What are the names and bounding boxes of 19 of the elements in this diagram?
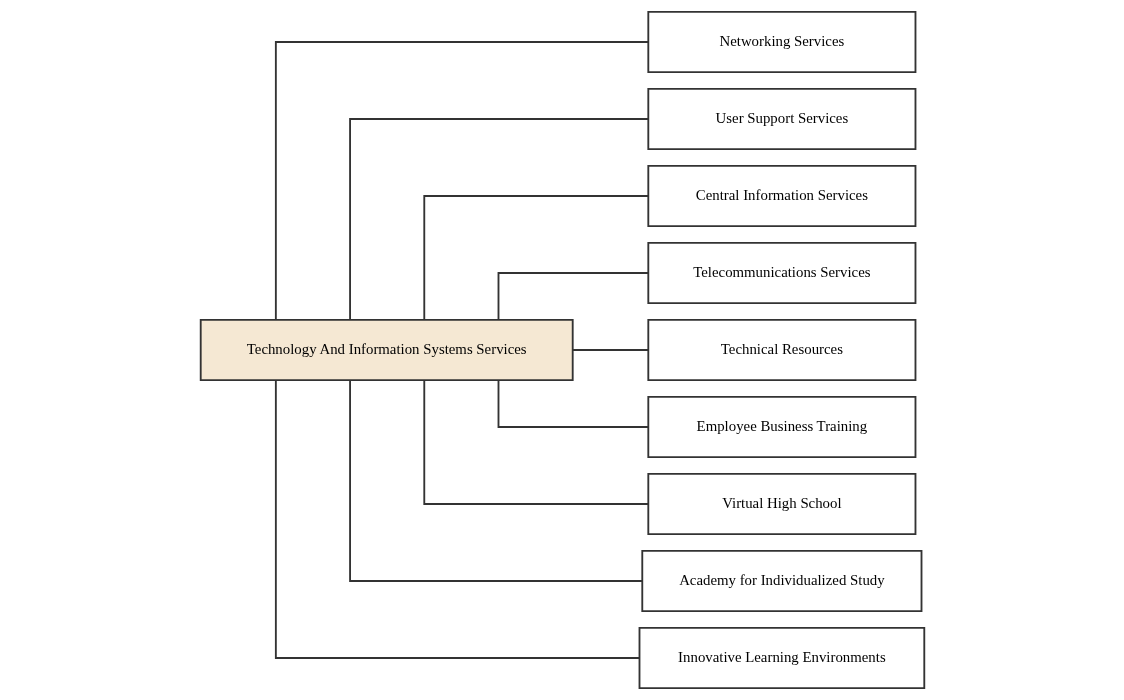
connector (274, 379, 640, 659)
connector (348, 379, 643, 582)
node-box: Telecommunications Services (646, 241, 916, 305)
node-box: Virtual High School (646, 472, 916, 536)
node-box: Innovative Learning Environments (638, 626, 925, 690)
connector (571, 349, 649, 351)
node-box: Central Information Services (646, 164, 916, 228)
node-box: Technical Resources (646, 318, 916, 382)
node-box: Technology And Information Systems Services (199, 318, 574, 382)
node-box: User Support Services (646, 87, 916, 151)
connector (497, 379, 649, 428)
node-box: Employee Business Training (646, 395, 916, 459)
connector (422, 195, 649, 321)
node-box: Academy for Individualized Study (640, 549, 922, 613)
connector (497, 272, 649, 321)
node-box: Networking Services (646, 10, 916, 74)
connector (348, 118, 649, 321)
connector (274, 41, 649, 321)
connector (422, 379, 649, 505)
